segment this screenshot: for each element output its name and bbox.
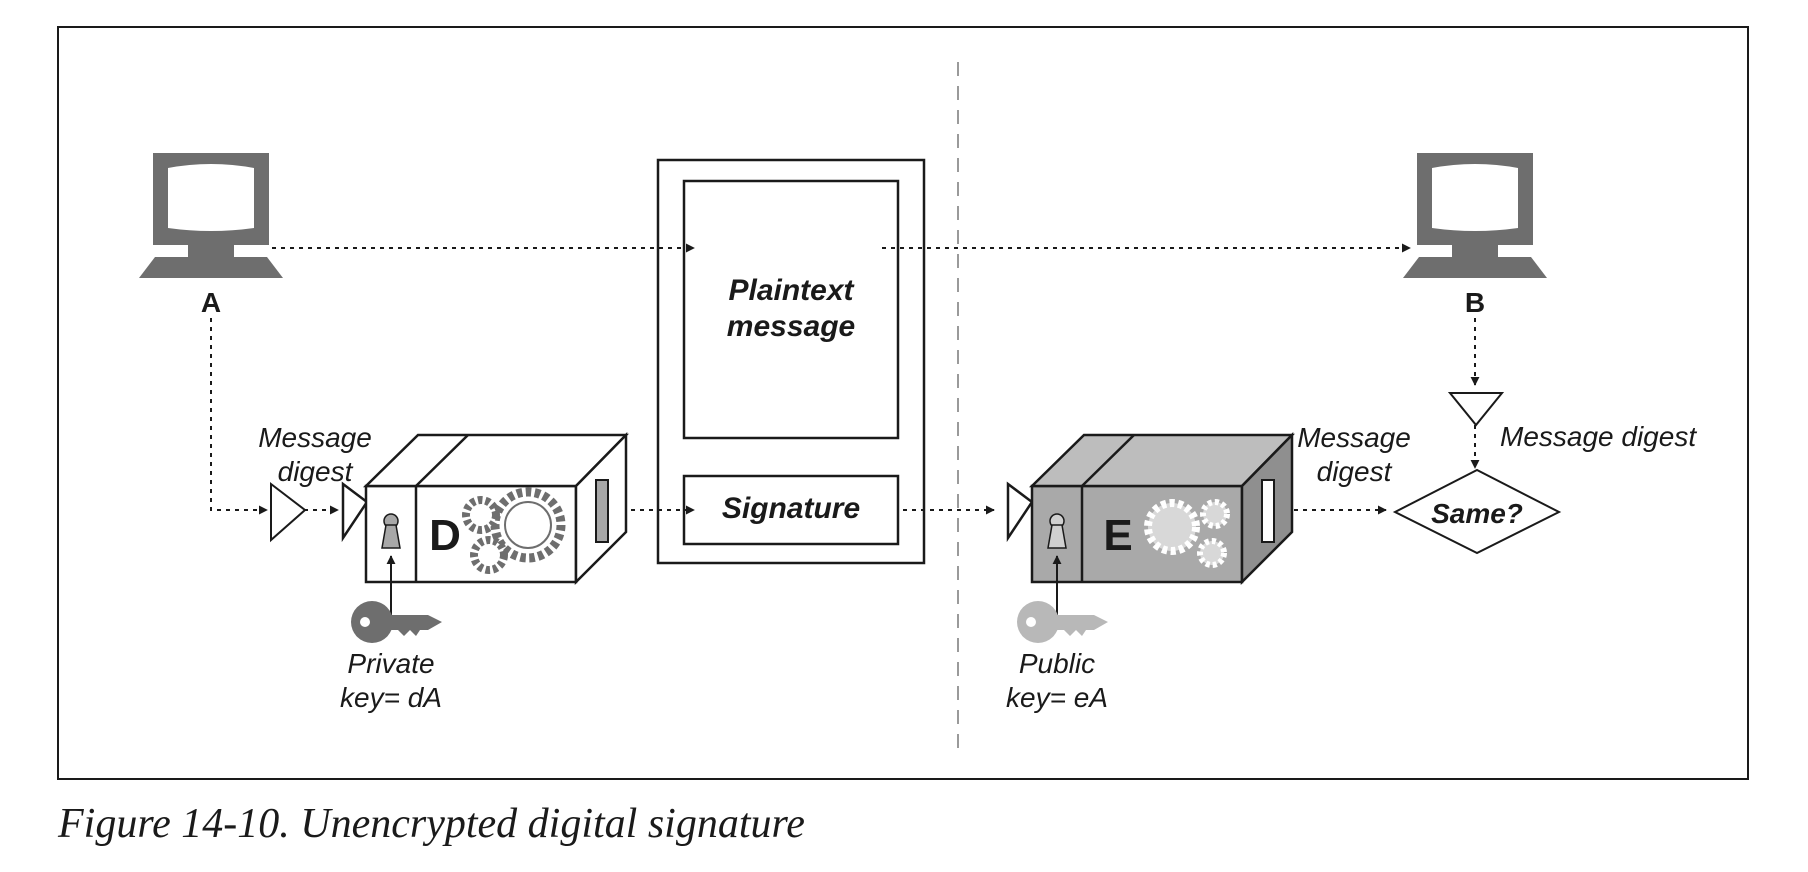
plaintext-label-1: Plaintext: [728, 274, 855, 307]
computer-b: B: [1403, 153, 1547, 318]
signature-label: Signature: [722, 492, 860, 525]
digest-left-label-1: Message: [258, 422, 372, 453]
plaintext-label-2: message: [727, 310, 855, 343]
key-icon: [351, 601, 442, 643]
gear-icon: [1144, 499, 1230, 568]
box-d-label: D: [429, 511, 461, 560]
signature-box: [682, 474, 900, 546]
digest-right-label-1: Message: [1297, 422, 1411, 453]
arrow-a-to-digest: [210, 318, 268, 515]
plaintext-box: [682, 179, 900, 440]
computer-a-label: A: [201, 287, 221, 318]
digest-triangle-b: [1447, 392, 1505, 427]
public-key-label-1: Public: [1019, 648, 1095, 679]
private-key-label-1: Private: [347, 648, 434, 679]
same-decision-label: Same?: [1431, 498, 1523, 529]
digest-b-label: Message digest: [1500, 421, 1697, 452]
digest-right-label-2: digest: [1317, 456, 1393, 487]
message-document: Plaintext message Signature: [656, 158, 926, 565]
computer-b-label: B: [1465, 287, 1485, 318]
keyhole-icon: [1047, 513, 1067, 549]
gear-icon: [462, 487, 566, 574]
key-icon: [1017, 601, 1108, 643]
monitor-icon: [139, 153, 283, 278]
digest-left-label-2: digest: [278, 456, 354, 487]
monitor-icon: [1403, 153, 1547, 278]
box-e-label: E: [1103, 511, 1132, 560]
public-key-label-2: key= eA: [1006, 682, 1108, 713]
digest-triangle-left: [270, 481, 307, 543]
keyhole-icon: [381, 513, 401, 549]
box-e: [1006, 431, 1295, 586]
private-key-label-2: key= dA: [340, 682, 442, 713]
flow-arrows: [210, 243, 1480, 515]
diagram-frame: [57, 26, 1749, 780]
box-d-slot: [595, 479, 609, 543]
same-decision-diamond: [1392, 468, 1562, 555]
computer-a: A: [139, 153, 283, 318]
figure-caption: Figure 14-10. Unencrypted digital signat…: [58, 801, 805, 847]
box-e-slot: [1261, 479, 1275, 543]
